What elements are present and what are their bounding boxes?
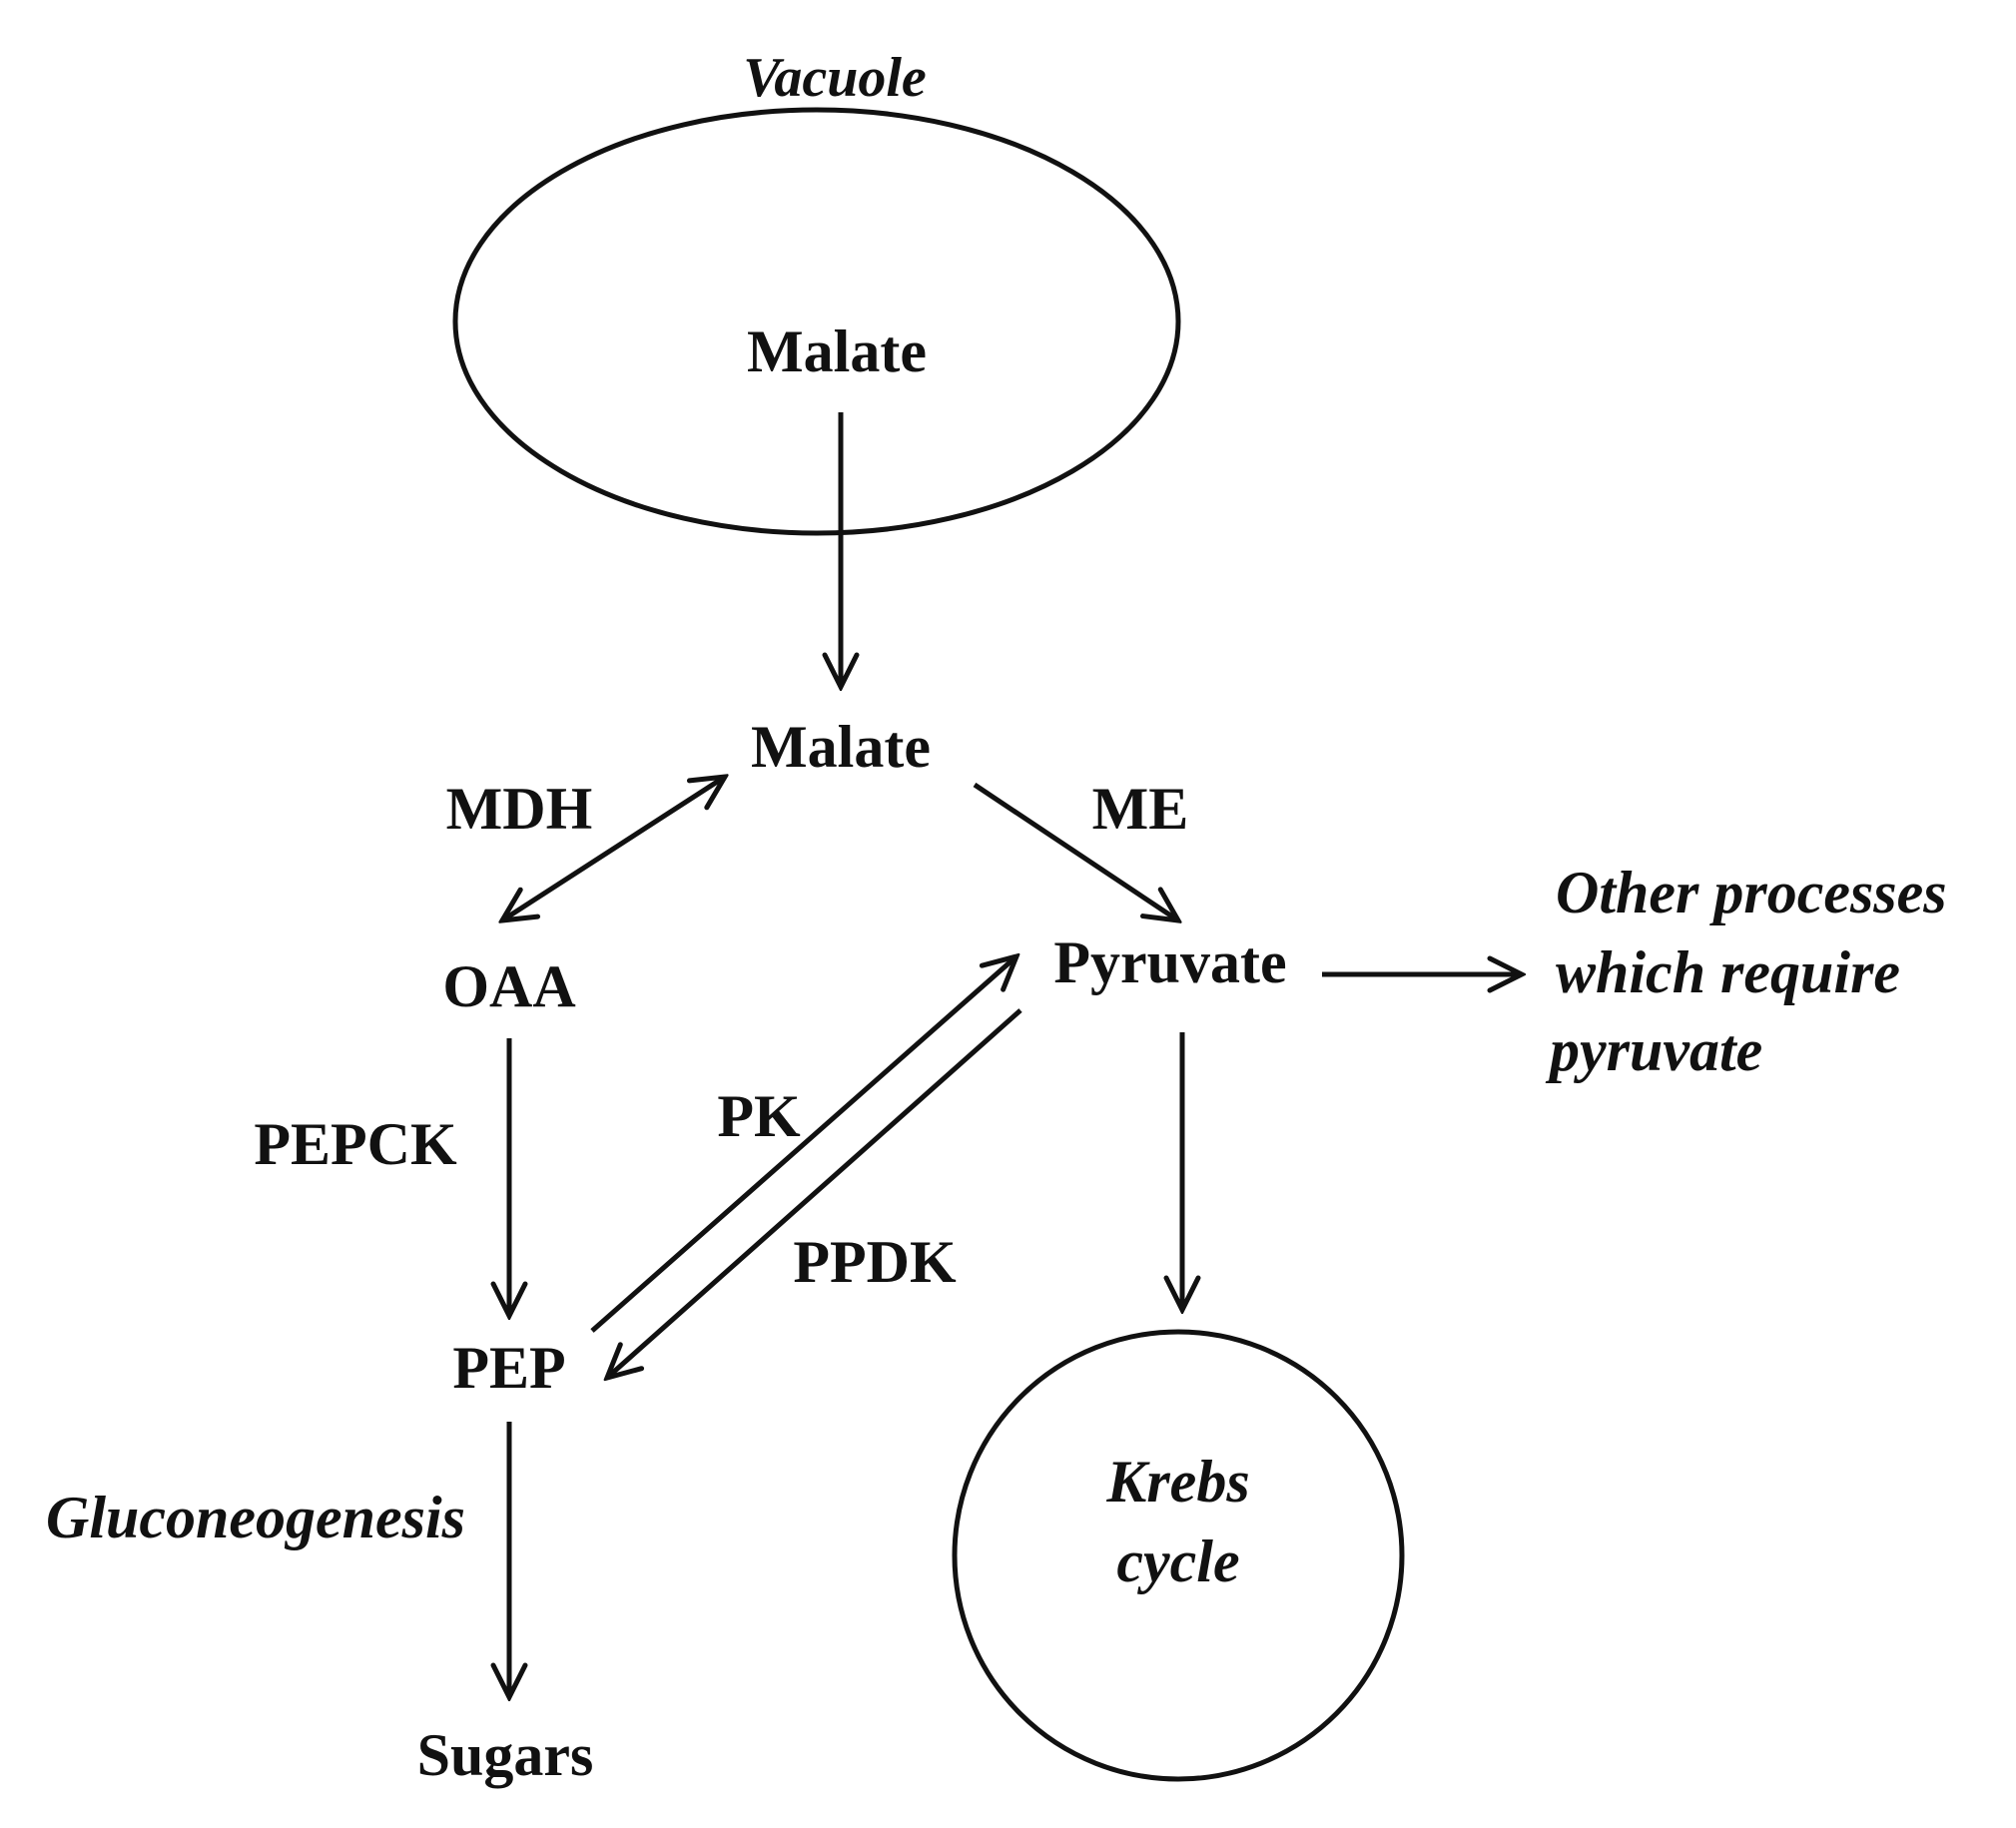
vacuole-label: Vacuole: [743, 47, 927, 109]
pk-enzyme-label: PK: [717, 1083, 801, 1149]
oaa-label: OAA: [442, 953, 575, 1019]
mdh-enzyme-label: MDH: [446, 776, 593, 842]
arrow-pyruvate-to-pep-ppdk: [607, 1008, 1022, 1378]
vacuole-malate-label: Malate: [747, 318, 927, 384]
pyruvate-label: Pyruvate: [1053, 929, 1286, 995]
pep-label: PEP: [452, 1335, 565, 1401]
krebs-cycle-circle: [952, 1329, 1405, 1782]
krebs-cycle-label-line1: Krebs: [1105, 1449, 1249, 1515]
pepck-enzyme-label: PEPCK: [254, 1111, 457, 1177]
malate-label: Malate: [751, 714, 931, 780]
sugars-label: Sugars: [417, 1722, 594, 1788]
vacuole-ellipse: [452, 107, 1181, 536]
other-processes-line1: Other processes: [1556, 860, 1947, 925]
me-enzyme-label: ME: [1092, 776, 1189, 842]
other-processes-line3: pyruvate: [1545, 1017, 1762, 1083]
arrow-oaa-malate-reversible: [502, 777, 725, 920]
other-processes-line2: which require: [1556, 939, 1900, 1005]
arrow-malate-to-pyruvate: [973, 782, 1178, 920]
ppdk-enzyme-label: PPDK: [793, 1229, 957, 1295]
krebs-cycle-label-line2: cycle: [1116, 1528, 1239, 1594]
arrow-pep-to-pyruvate-pk: [590, 956, 1016, 1333]
gluconeogenesis-label: Gluconeogenesis: [46, 1485, 465, 1550]
